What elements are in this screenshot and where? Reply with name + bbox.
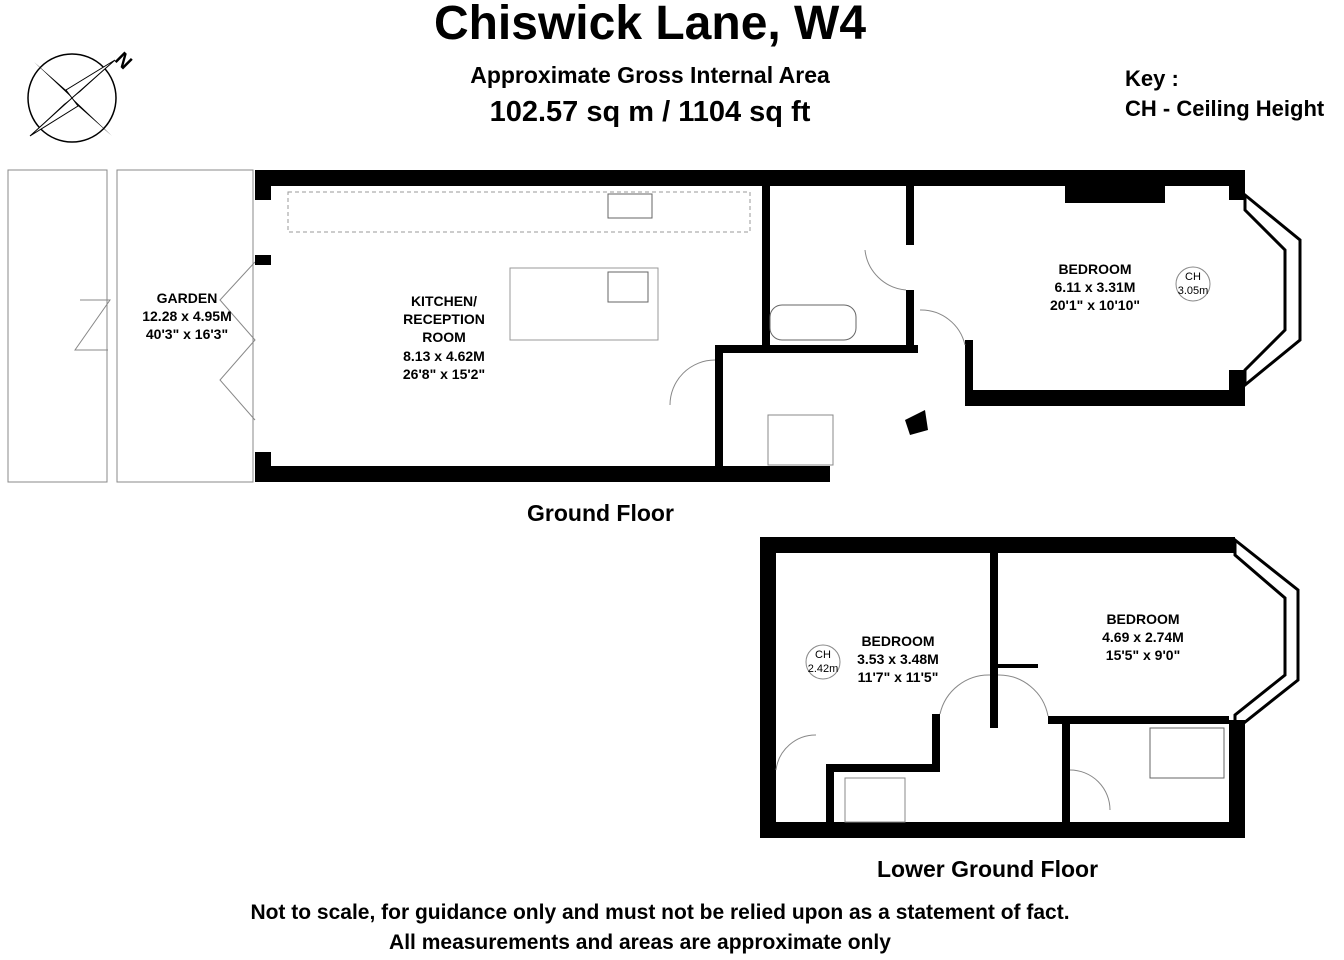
kitchen-label-2: RECEPTION (403, 311, 485, 327)
gross-area: 102.57 sq m / 1104 sq ft (489, 96, 811, 128)
ch-value: 2.42m (808, 663, 839, 675)
kitchen-imperial: 26'8" x 15'2" (403, 366, 485, 382)
lg-bedroom-1-metric: 3.53 x 3.48M (857, 651, 939, 667)
lower-ground-floor-plan (760, 536, 1300, 838)
key-title: Key : (1125, 66, 1179, 91)
kitchen-label-1: KITCHEN/ (411, 293, 477, 309)
gf-bedroom-imperial: 20'1" x 10'10" (1050, 297, 1140, 313)
area-subtitle: Approximate Gross Internal Area (470, 62, 830, 88)
ceiling-height-badge (1175, 266, 1211, 302)
garden-metric: 12.28 x 4.95M (142, 308, 232, 324)
gf-bedroom-label: BEDROOM (1058, 261, 1131, 277)
lg-bedroom-1-label: BEDROOM (861, 633, 934, 649)
lower-ground-floor-label: Lower Ground Floor (877, 856, 1099, 882)
ceiling-height-badge (805, 644, 841, 680)
ch-label: CH (815, 649, 831, 661)
kitchen-metric: 8.13 x 4.62M (403, 348, 485, 364)
lg-bedroom-2-metric: 4.69 x 2.74M (1102, 629, 1184, 645)
lg-bedroom-1-imperial: 11'7" x 11'5" (858, 669, 939, 685)
disclaimer-line-2: All measurements and areas are approxima… (389, 931, 891, 954)
garden-imperial: 40'3" x 16'3" (146, 326, 228, 342)
gf-bedroom-metric: 6.11 x 3.31M (1055, 279, 1136, 295)
ch-value: 3.05m (1178, 285, 1209, 297)
lg-bedroom-2-imperial: 15'5" x 9'0" (1106, 647, 1180, 663)
garden-label: GARDEN (157, 290, 218, 306)
disclaimer-line-1: Not to scale, for guidance only and must… (250, 901, 1070, 924)
ground-floor-plan (7, 169, 1302, 483)
kitchen-label-3: ROOM (422, 329, 466, 345)
lg-bedroom-2-label: BEDROOM (1106, 611, 1179, 627)
page-title: Chiswick Lane, W4 (433, 0, 867, 50)
ground-floor-label: Ground Floor (527, 500, 674, 526)
ch-label: CH (1185, 271, 1201, 283)
key-entry: CH - Ceiling Height (1125, 96, 1325, 121)
compass-icon: N (27, 48, 136, 143)
